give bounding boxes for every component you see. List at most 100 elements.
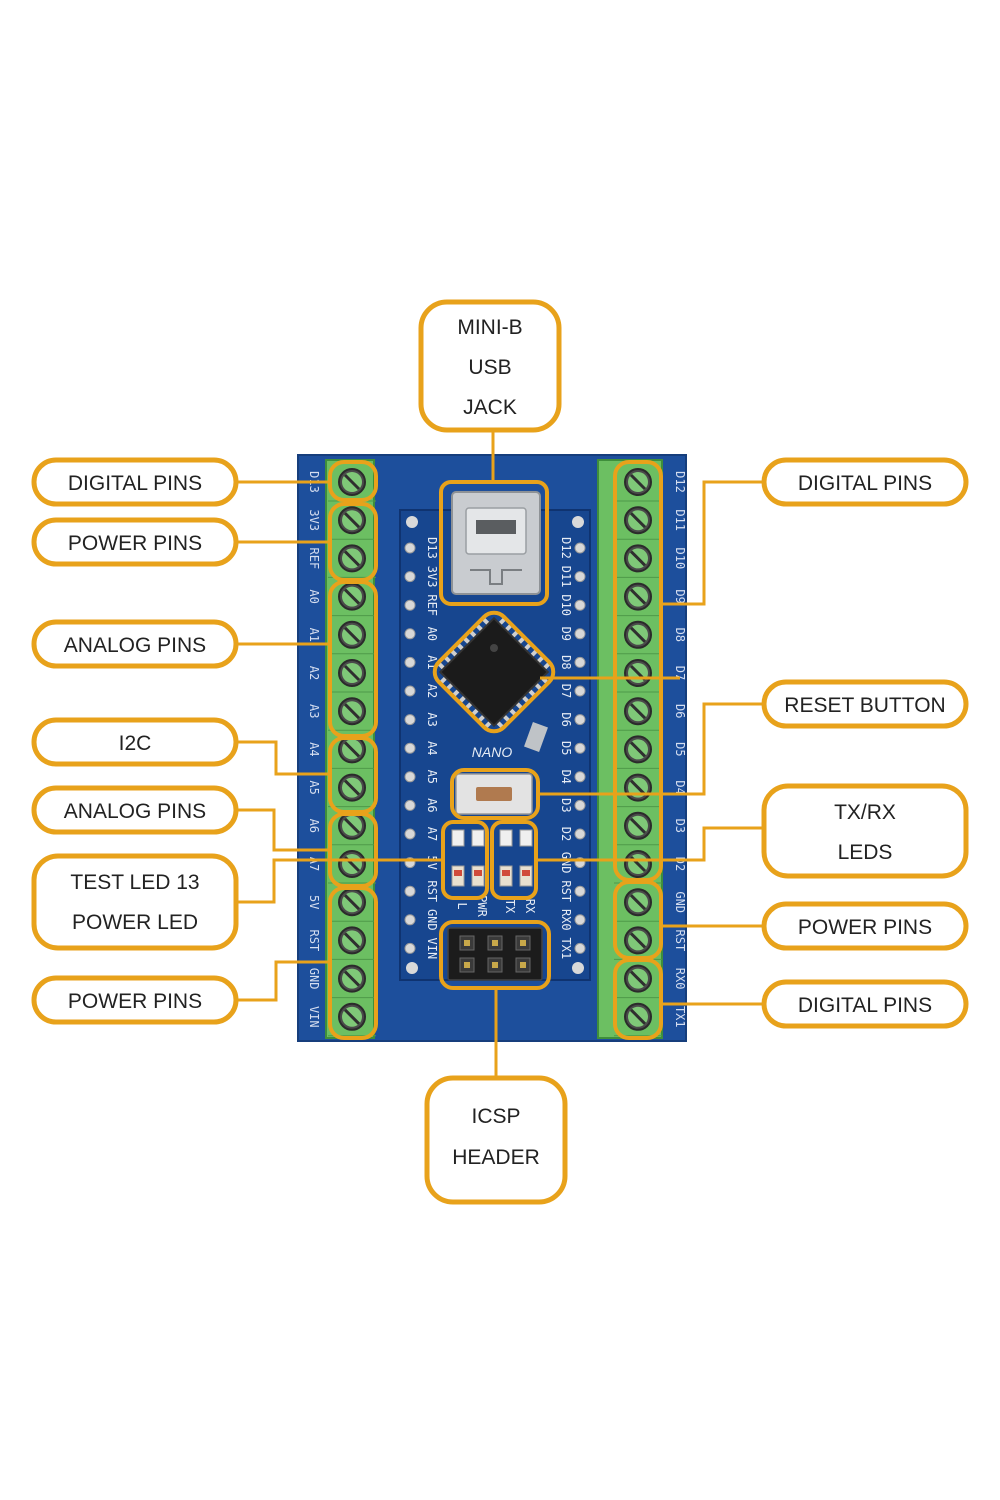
callout-reset-button: RESET BUTTON	[761, 679, 969, 729]
led-silk-label: PWR	[475, 895, 489, 917]
callout-test-led-line-1: TEST LED 13	[70, 871, 199, 894]
nano-header-pin	[574, 914, 586, 926]
callout-tx-rx-leds-line-2: LEDS	[838, 841, 893, 864]
nano-silk-label: D6	[559, 712, 573, 726]
adapter-edge-label: A1	[307, 628, 321, 642]
adapter-edge-label: D4	[673, 780, 687, 794]
nano-silk-label: GND	[425, 909, 439, 931]
nano-silk-label: RST	[425, 880, 439, 902]
adapter-edge-label: TX1	[673, 1006, 687, 1028]
adapter-edge-label: 5V	[307, 895, 321, 909]
adapter-edge-label: 3V3	[307, 509, 321, 531]
callout-digital-pins-bottom-right-label: DIGITAL PINS	[798, 994, 932, 1017]
nano-silk-label: 5V	[425, 855, 439, 869]
callout-digital-pins-bottom-right: DIGITAL PINS	[761, 979, 969, 1029]
led-silk-label: TX	[503, 899, 517, 914]
nano-header-pin	[574, 656, 586, 668]
callout-analog-pins-left: ANALOG PINS	[31, 619, 239, 669]
nano-silk-label: VIN	[425, 938, 439, 960]
callout-i2c: I2C	[31, 717, 239, 767]
leader-reset-button	[538, 702, 764, 796]
callout-power-pins-right-label: POWER PINS	[798, 916, 932, 939]
nano-header-pin	[574, 685, 586, 697]
leader-digital-pins-top-right	[661, 480, 764, 606]
nano-header-pin	[574, 885, 586, 897]
nano-header-pin	[404, 771, 416, 783]
mounting-hole	[572, 516, 584, 528]
nano-silk-label: TX1	[559, 938, 573, 960]
nano-silk-label: D8	[559, 655, 573, 669]
leader-analog-pins-left-lower	[236, 808, 330, 852]
nano-silk-label: GND	[559, 852, 573, 874]
callout-icsp-header-line-2: HEADER	[452, 1146, 540, 1169]
adapter-edge-label: A3	[307, 704, 321, 718]
nano-header-pin	[404, 599, 416, 611]
nano-silk-label: A5	[425, 770, 439, 784]
nano-silk-label: D13	[425, 537, 439, 559]
nano-silk-label: RX0	[559, 909, 573, 931]
led-silk-label: RX	[523, 899, 537, 914]
nano-silk-label: A2	[425, 684, 439, 698]
nano-header-pin	[404, 685, 416, 697]
adapter-edge-label: D12	[673, 471, 687, 493]
nano-silk-label: D10	[559, 594, 573, 616]
leader-test-led	[236, 858, 443, 904]
led-silk-label: L	[455, 902, 469, 909]
adapter-edge-label: D11	[673, 509, 687, 531]
callout-tx-rx-leds-line-1: TX/RX	[834, 801, 896, 824]
nano-silk-label: D12	[559, 537, 573, 559]
nano-silk-label: A6	[425, 798, 439, 812]
nano-pin-row-left	[404, 542, 416, 954]
reset-button-switch	[455, 773, 533, 815]
callout-digital-pins-top-right: DIGITAL PINS	[761, 457, 969, 507]
nano-header-pin	[404, 571, 416, 583]
nano-header-pin	[574, 742, 586, 754]
callout-analog-pins-left-lower-label: ANALOG PINS	[64, 800, 206, 823]
callout-mini-usb-line-1: MINI-B	[457, 316, 522, 339]
nano-header-pin	[404, 714, 416, 726]
nano-header-pin	[404, 828, 416, 840]
nano-silk-label: RST	[559, 880, 573, 902]
nano-header-pin	[574, 714, 586, 726]
leader-power-pins-bottom-left	[236, 960, 330, 1002]
nano-silk-label: D4	[559, 770, 573, 784]
callout-power-pins-bottom-left: POWER PINS	[31, 975, 239, 1025]
callout-i2c-label: I2C	[119, 732, 152, 755]
callout-tx-rx-leds: TX/RX LEDS	[761, 783, 969, 879]
callout-test-led-line-2: POWER LED	[72, 911, 198, 934]
adapter-edge-label: A2	[307, 666, 321, 680]
nano-silk-label: A0	[425, 627, 439, 641]
adapter-edge-label: D3	[673, 819, 687, 833]
nano-silk-label: D3	[559, 798, 573, 812]
nano-silk-label: D5	[559, 741, 573, 755]
adapter-edge-label: D6	[673, 704, 687, 718]
callout-digital-pins-top-left: DIGITAL PINS	[31, 457, 239, 507]
leader-tx-rx-leds	[536, 826, 764, 862]
mounting-hole	[406, 962, 418, 974]
nano-header-pin	[574, 828, 586, 840]
nano-header-pin	[404, 656, 416, 668]
adapter-edge-label: RST	[307, 930, 321, 952]
nano-header-pin	[404, 542, 416, 554]
callout-test-led: TEST LED 13 POWER LED	[31, 853, 239, 951]
adapter-edge-label: A6	[307, 819, 321, 833]
nano-header-pin	[404, 628, 416, 640]
nano-header-pin	[574, 771, 586, 783]
adapter-edge-label: D5	[673, 742, 687, 756]
status-leds: L PWR TX RX	[451, 829, 537, 918]
icsp-pin-header	[447, 927, 543, 981]
callout-power-pins-top-left: POWER PINS	[31, 517, 239, 567]
nano-header-pin	[404, 742, 416, 754]
callout-icsp-header: ICSP HEADER	[424, 1075, 568, 1205]
leader-i2c	[236, 740, 330, 776]
nano-header-pin	[574, 799, 586, 811]
adapter-edge-label: RST	[673, 930, 687, 952]
adapter-edge-label: D8	[673, 628, 687, 642]
nano-silk-label: A3	[425, 712, 439, 726]
nano-header-pin	[574, 571, 586, 583]
nano-silk-label: REF	[425, 594, 439, 616]
